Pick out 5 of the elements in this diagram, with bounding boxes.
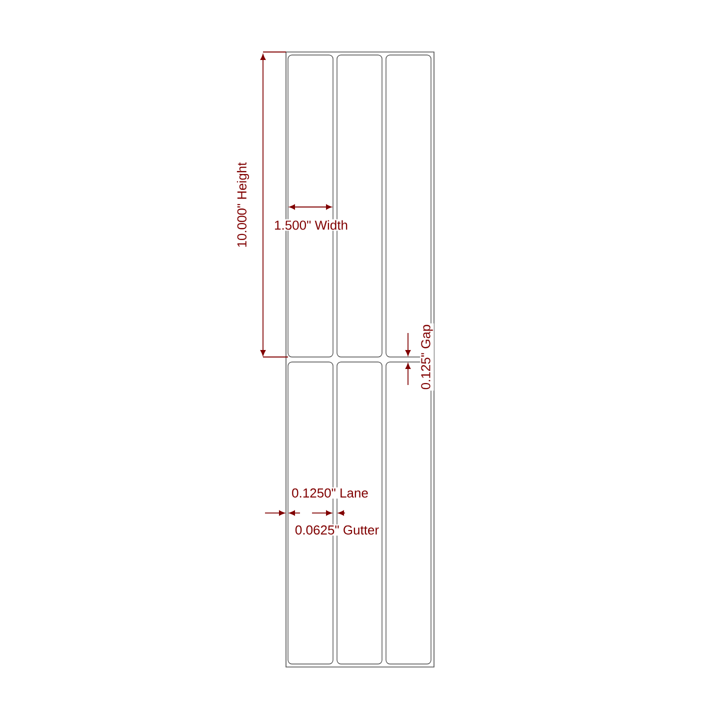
dimension-label: 0.0625" Gutter — [294, 524, 380, 536]
dimension-label: 10.000" Height — [236, 161, 250, 249]
dimension-label: 0.125" Gap — [420, 323, 434, 391]
dimension-label: 0.1250" Lane — [290, 487, 370, 499]
dimension-label: 1.500" Width — [273, 219, 349, 231]
